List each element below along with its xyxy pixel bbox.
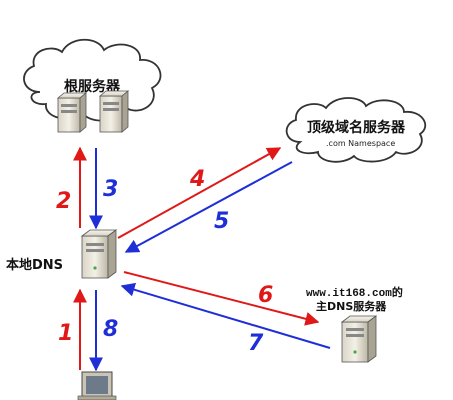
step-label-4: 4 [189,167,205,192]
tld-server-label: 顶级域名服务器 [307,119,406,136]
tld-cloud-shape [285,97,426,163]
arrow-step-7 [120,282,331,349]
step-label-8: 8 [103,317,118,342]
arrows [73,146,331,372]
arrow-step-4 [117,147,282,239]
step-label-3: 3 [103,177,118,202]
step-numbers: 1 2 3 4 5 6 7 8 [56,167,273,356]
primary-dns-node: www.it168.com的 主DNS服务器 [306,285,403,363]
local-dns-server-icon [80,229,118,279]
tld-namespace-label: .com Namespace [326,139,395,148]
arrow-step-6 [123,271,320,326]
root-server-icon-1 [56,92,88,133]
root-server-node: 根服务器 [23,38,162,133]
local-dns-label: 本地DNS [6,257,63,273]
root-server-icon-2 [98,90,130,133]
arrow-step-5 [124,161,293,253]
client-computer-icon [77,371,117,400]
primary-dns-label-line1: www.it168.com的 [306,285,403,300]
step-label-1: 1 [58,321,73,346]
primary-dns-server-icon [340,315,378,363]
local-dns-node: 本地DNS [6,229,118,279]
step-label-6: 6 [258,283,273,308]
step-label-7: 7 [248,331,264,356]
primary-dns-label-line2: 主DNS服务器 [316,299,387,313]
tld-server-node: 顶级域名服务器 .com Namespace [285,97,426,163]
step-label-5: 5 [214,209,229,234]
step-label-2: 2 [56,189,71,214]
